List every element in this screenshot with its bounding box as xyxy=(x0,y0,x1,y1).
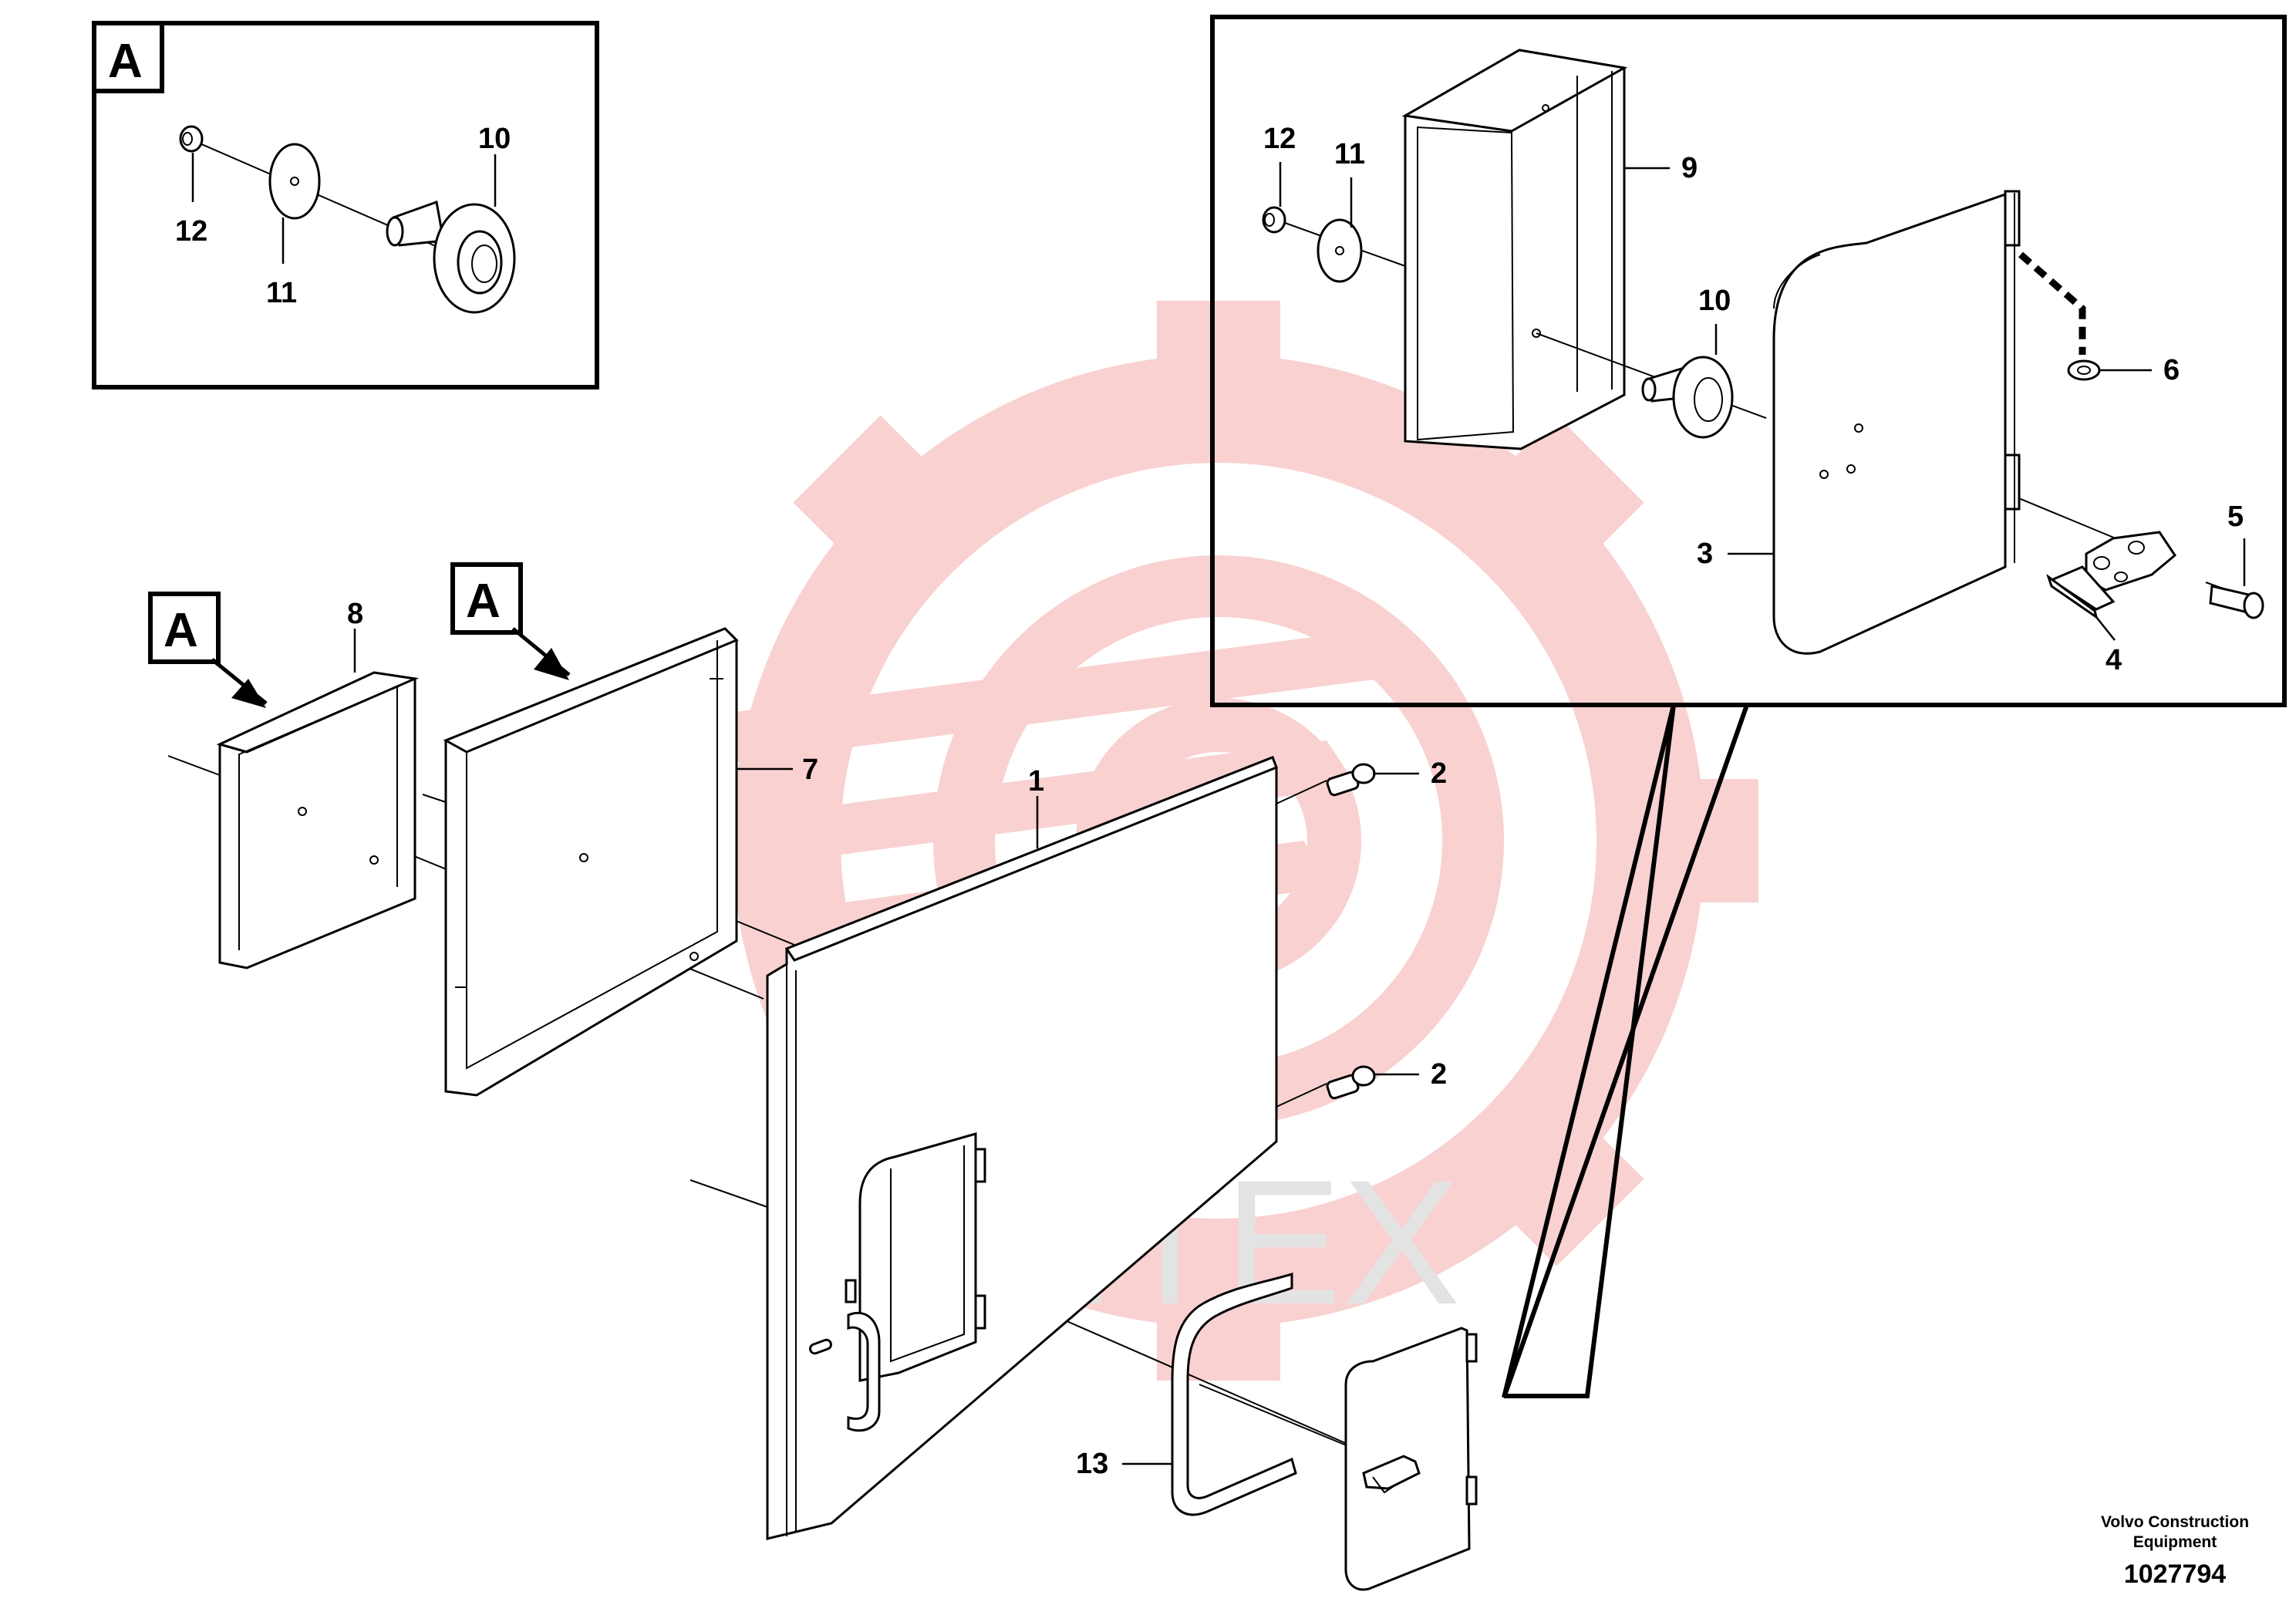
cover-box-part-9 xyxy=(1401,49,1628,450)
label-8: 8 xyxy=(347,598,363,630)
document-number: 1027794 xyxy=(2124,1560,2226,1589)
bolt-part-12 xyxy=(179,125,204,153)
label-2-lower: 2 xyxy=(1431,1058,1447,1091)
label-7: 7 xyxy=(802,754,818,786)
tray-part-7 xyxy=(443,627,739,1097)
hinge-part-2-lower xyxy=(1326,1065,1376,1100)
callout-tag-a-2-text: A xyxy=(466,575,501,628)
label-11-b: 11 xyxy=(1334,138,1365,170)
label-5: 5 xyxy=(2227,501,2244,533)
label-12-b: 12 xyxy=(1263,123,1296,155)
bushing-part-6 xyxy=(2067,359,2101,381)
label-9: 9 xyxy=(1681,152,1698,184)
cover-part-8 xyxy=(216,671,420,969)
label-4: 4 xyxy=(2106,644,2122,676)
bolt-part-12-b xyxy=(1262,206,1286,234)
detail-box-b: 12 11 9 10 6 3 5 4 xyxy=(1210,15,2287,707)
callout-tag-a-2: A xyxy=(450,562,571,680)
detail-box-a-tag: A xyxy=(108,35,143,88)
label-13: 13 xyxy=(1076,1448,1108,1480)
seal-part-13 xyxy=(1171,1273,1297,1516)
label-3: 3 xyxy=(1697,538,1713,570)
label-10-b: 10 xyxy=(1698,285,1731,317)
label-11: 11 xyxy=(266,277,297,309)
spacer-part-10 xyxy=(386,200,516,314)
label-12: 12 xyxy=(175,215,207,248)
label-1: 1 xyxy=(1028,765,1044,798)
callout-tag-a-1: A xyxy=(148,592,268,708)
spacer-part-10-b xyxy=(1641,356,1734,439)
callout-wedge xyxy=(1504,704,1676,1398)
label-2-upper: 2 xyxy=(1431,757,1447,790)
credit-line-1: Volvo Construction xyxy=(2101,1513,2249,1531)
small-door-assembly xyxy=(1344,1327,1478,1591)
washer-part-11 xyxy=(268,143,321,220)
washer-part-11-b xyxy=(1317,218,1363,283)
callout-tag-a-1-text: A xyxy=(164,604,198,657)
hinge-part-2-upper xyxy=(1326,763,1376,797)
door-part-3 xyxy=(1772,190,2021,655)
detail-box-a: A 12 11 10 xyxy=(92,21,599,389)
bolt-part-5 xyxy=(2209,585,2264,619)
label-10: 10 xyxy=(478,123,511,155)
panel-part-1 xyxy=(766,756,1278,1540)
credit-line-2: Equipment xyxy=(2133,1533,2217,1551)
latch-part-4 xyxy=(2046,531,2176,620)
label-6: 6 xyxy=(2163,354,2180,386)
